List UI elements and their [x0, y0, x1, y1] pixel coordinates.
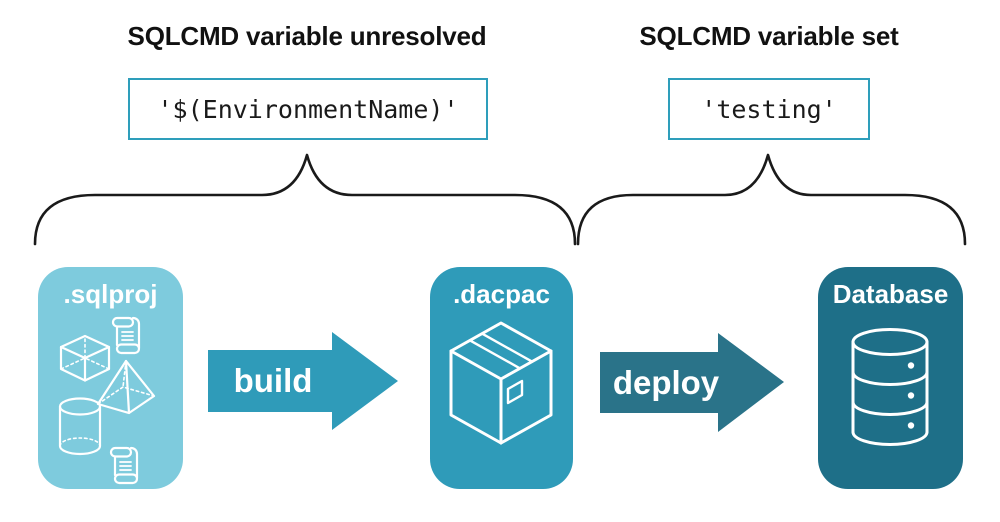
brace-left-icon: [33, 153, 577, 246]
code-unresolved-value: '$(EnvironmentName)': [157, 94, 459, 124]
brace-left-path: [33, 153, 577, 246]
deploy-arrow-label: deploy: [612, 363, 720, 401]
script-scroll-icon: [111, 316, 141, 355]
code-box-unresolved: '$(EnvironmentName)': [128, 78, 488, 140]
build-arrow-shape: [208, 332, 398, 430]
pyramid-icon: [96, 359, 156, 415]
build-arrow-icon: [208, 332, 398, 430]
script-scroll-icon: [109, 446, 139, 485]
cube-icon: [59, 334, 111, 382]
stage-dacpac: .dacpac: [430, 267, 573, 489]
stage-sqlproj-label: .sqlproj: [63, 279, 158, 309]
heading-sqlcmd-set: SQLCMD variable set: [639, 21, 899, 51]
heading-sqlcmd-unresolved: SQLCMD variable unresolved: [127, 21, 487, 51]
stage-database-label: Database: [832, 279, 949, 309]
stage-database: Database: [818, 267, 963, 489]
package-icon: [449, 321, 553, 445]
stage-sqlproj: .sqlproj: [38, 267, 183, 489]
deploy-arrow-shape: [600, 333, 784, 432]
brace-right-icon: [576, 153, 967, 246]
code-box-set: 'testing': [668, 78, 870, 140]
stage-dacpac-label: .dacpac: [453, 279, 550, 309]
sql-objects-icon: [58, 316, 156, 485]
database-icon: [851, 328, 929, 446]
cylinder-icon: [58, 397, 102, 456]
build-arrow-label: build: [233, 362, 313, 399]
deploy-arrow-icon: [600, 333, 784, 432]
code-set-value: 'testing': [701, 94, 837, 124]
brace-right-path: [576, 153, 967, 246]
